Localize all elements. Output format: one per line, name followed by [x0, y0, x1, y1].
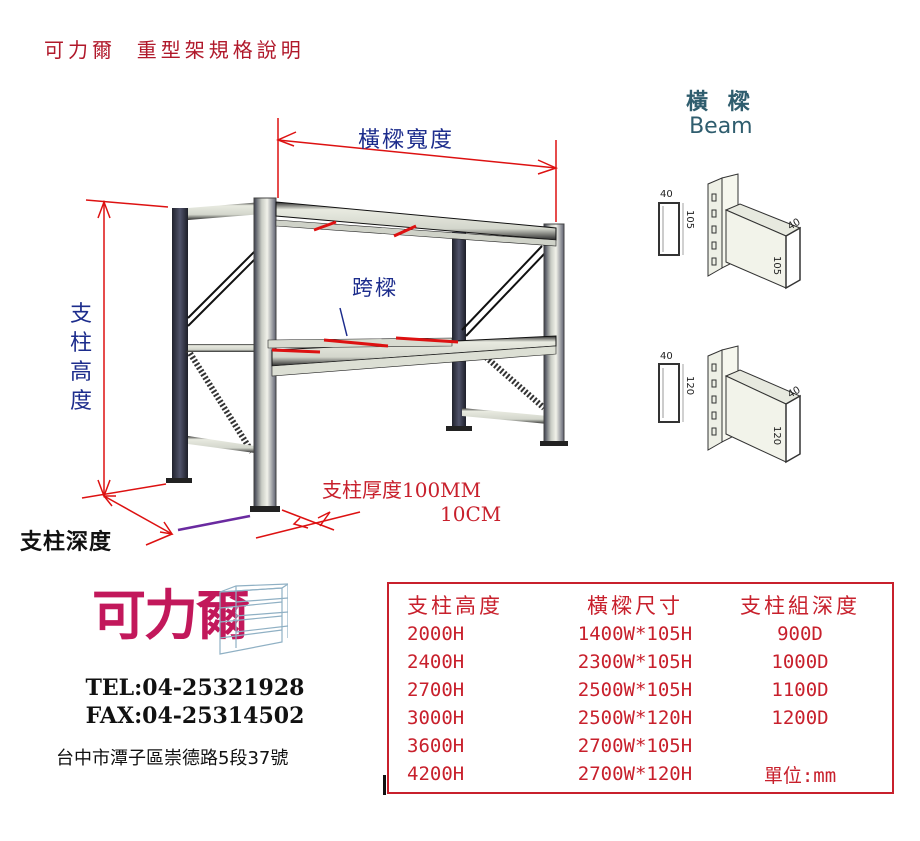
header-frame-depth: 支柱組深度 — [740, 594, 860, 618]
upright-thickness-label: 支柱厚度100MM 10CM — [322, 478, 501, 526]
company-address: 台中市潭子區崇德路5段37號 — [56, 748, 289, 769]
cell-depth: 1000D — [771, 651, 829, 673]
profile2-iso-height: 120 — [771, 426, 782, 445]
upright-height-label: 支柱高度 — [69, 302, 92, 414]
beam-profile-105: 40 105 40 105 — [658, 173, 803, 290]
cell-depth: 900D — [777, 623, 823, 645]
logo-shelf-icon — [219, 583, 288, 655]
upright-thickness-mm: 支柱厚度100MM — [322, 478, 482, 502]
spec-table: 支柱高度 橫樑尺寸 支柱組深度 2000H 1400W*105H 900D 24… — [407, 590, 875, 788]
beam-panel-heading: 橫 樑 Beam — [686, 84, 756, 138]
contact-info: TEL:04-25321928 FAX:04-25314502 — [60, 674, 330, 730]
beam-profile-120: 40 120 40 120 — [658, 345, 803, 464]
beam-title-zh: 橫 樑 — [686, 90, 756, 115]
profile2-width: 40 — [660, 351, 673, 362]
spec-table-box: 支柱高度 橫樑尺寸 支柱組深度 2000H 1400W*105H 900D 24… — [387, 582, 894, 794]
profile2-height: 120 — [684, 376, 695, 395]
cell-height: 2700H — [407, 679, 465, 701]
table-row: 2400H 2300W*105H 1000D — [407, 648, 875, 676]
header-upright-height: 支柱高度 — [407, 594, 503, 618]
profile1-width: 40 — [660, 189, 673, 200]
beam-profile-diagrams: 40 105 40 105 40 120 40 120 — [658, 173, 803, 464]
cell-beam: 2500W*105H — [577, 679, 693, 701]
logo-text: 可力爾 — [92, 583, 250, 647]
cell-height: 3000H — [407, 707, 465, 729]
spec-table-header: 支柱高度 橫樑尺寸 支柱組深度 — [407, 590, 875, 620]
upright-frame-right — [446, 232, 548, 431]
divider-mark — [383, 775, 386, 795]
cell-beam: 2700W*105H — [577, 735, 693, 757]
cell-height: 2400H — [407, 651, 465, 673]
cell-depth: 1100D — [771, 679, 829, 701]
cell-beam: 2300W*105H — [577, 651, 693, 673]
unit-note: 單位:mm — [763, 764, 837, 787]
cell-height: 4200H — [407, 763, 465, 785]
cell-depth — [725, 732, 875, 760]
header-beam-size: 橫樑尺寸 — [587, 594, 683, 618]
upright-post-front-right — [543, 223, 565, 445]
page-title: 可力爾 重型架規格說明 — [44, 38, 305, 62]
table-row: 4200H 2700W*120H 單位:mm — [407, 760, 875, 788]
beam-width-label: 橫樑寬度 — [358, 128, 455, 153]
tel-number: TEL:04-25321928 — [85, 675, 305, 701]
upright-depth-label: 支柱深度 — [20, 530, 113, 555]
cross-beam-label: 跨樑 — [352, 276, 398, 300]
cell-height: 3600H — [407, 735, 465, 757]
cell-beam: 2500W*120H — [577, 707, 693, 729]
table-row: 3600H 2700W*105H — [407, 732, 875, 760]
beam-title-en: Beam — [689, 114, 753, 139]
cell-beam: 1400W*105H — [577, 623, 693, 645]
table-row: 3000H 2500W*120H 1200D — [407, 704, 875, 732]
profile1-iso-height: 105 — [771, 256, 782, 275]
cell-depth: 1200D — [771, 707, 829, 729]
profile1-height: 105 — [684, 210, 695, 229]
upright-thickness-cm: 10CM — [440, 502, 502, 526]
table-row: 2000H 1400W*105H 900D — [407, 620, 875, 648]
dimension-lines — [81, 118, 559, 546]
cell-beam: 2700W*120H — [577, 763, 693, 785]
upright-frame-left — [166, 202, 262, 483]
cell-height: 2000H — [407, 623, 465, 645]
fax-number: FAX:04-25314502 — [85, 703, 305, 729]
company-logo: 可力爾 — [92, 580, 250, 650]
table-row: 2700H 2500W*105H 1100D — [407, 676, 875, 704]
